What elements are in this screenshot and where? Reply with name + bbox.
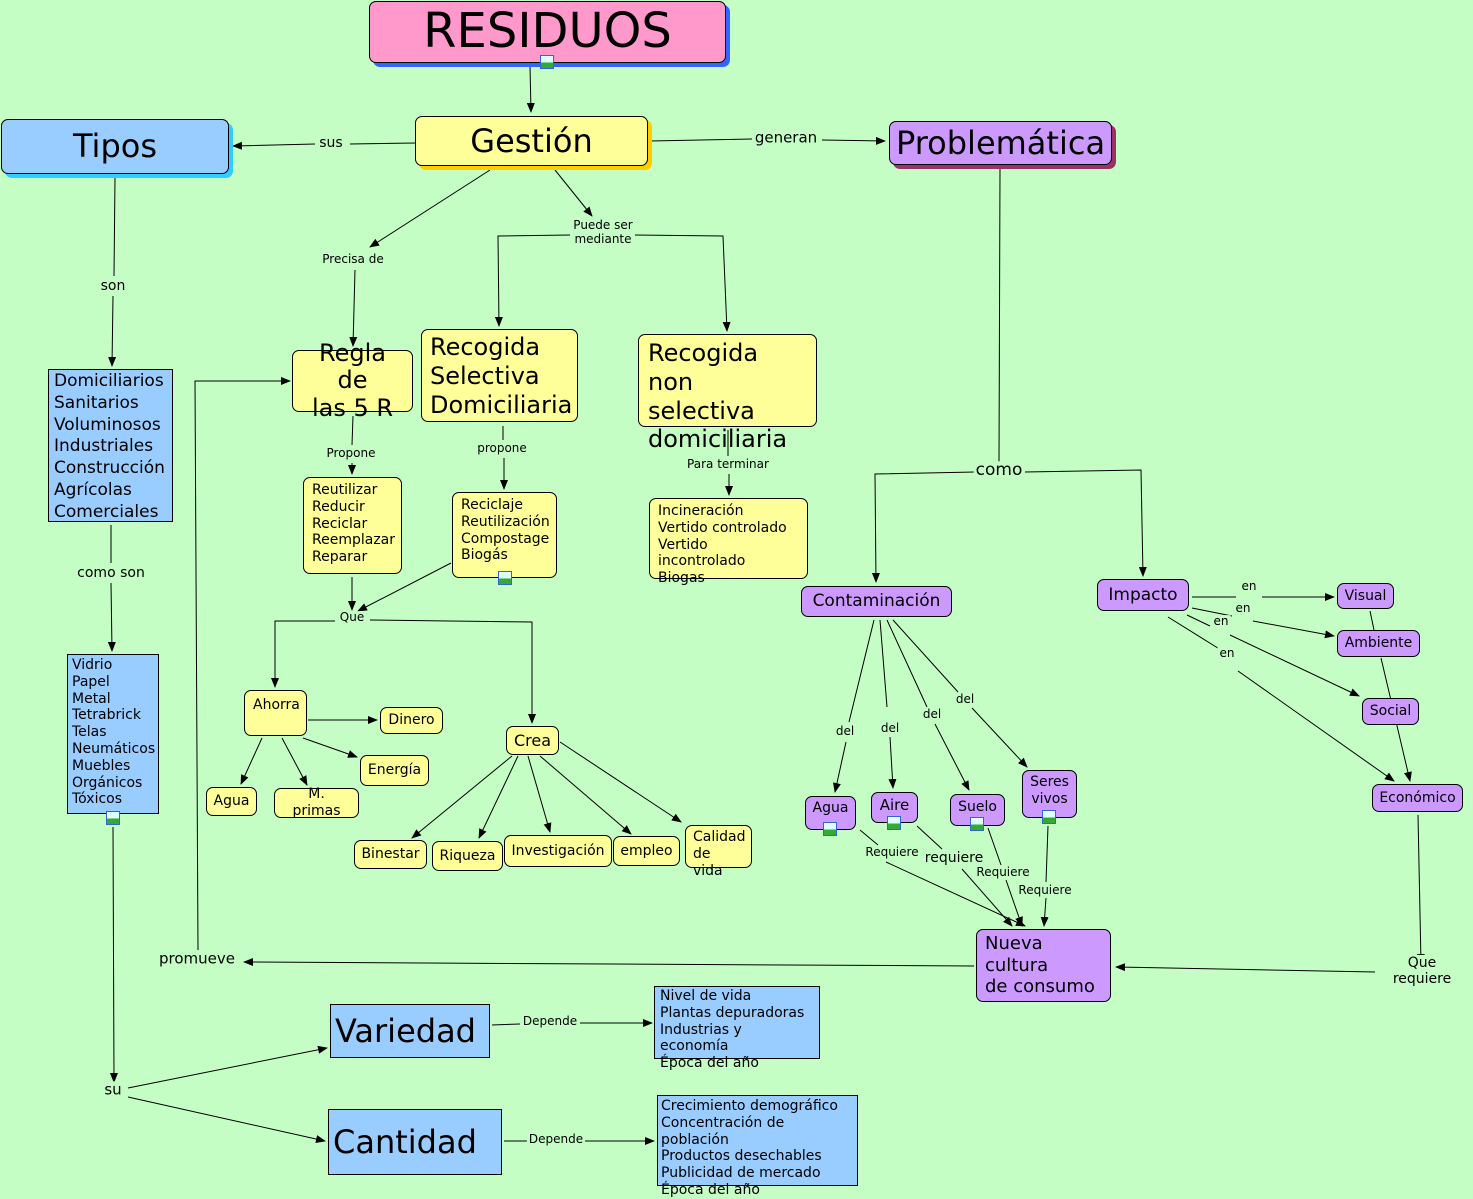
link-label: propone xyxy=(475,441,529,456)
link-label: promueve xyxy=(157,949,237,968)
link-label: Depende xyxy=(520,1014,580,1029)
node-ahorra[interactable]: Ahorra xyxy=(244,690,307,736)
image-icon[interactable] xyxy=(887,816,901,830)
image-icon[interactable] xyxy=(1042,810,1056,824)
node-nueva-cultura[interactable]: Nueva cultura de consumo xyxy=(976,929,1111,1002)
node-agua[interactable]: Agua xyxy=(206,787,257,816)
link-label: Puede ser mediante xyxy=(571,218,635,247)
node-recogida-selectiva[interactable]: Recogida Selectiva Domiciliaria xyxy=(421,329,578,422)
node-riqueza[interactable]: Riqueza xyxy=(432,841,503,871)
node-materiales-list[interactable]: Vidrio Papel Metal Tetrabrick Telas Neum… xyxy=(67,654,159,814)
link-label: Requiere xyxy=(863,845,921,860)
link-label: en xyxy=(1239,579,1259,594)
link-label: sus xyxy=(317,134,345,152)
node-impacto[interactable]: Impacto xyxy=(1097,579,1189,611)
link-label: Requiere xyxy=(974,865,1032,880)
link-label: generan xyxy=(752,128,820,147)
link-label: Propone xyxy=(324,446,378,461)
node-crea[interactable]: Crea xyxy=(506,726,559,755)
node-incineracion-list[interactable]: Incineración Vertido controlado Vertido … xyxy=(649,498,808,586)
link-label: del xyxy=(920,707,944,722)
link-label: Precisa de xyxy=(320,252,386,267)
link-label: del xyxy=(833,724,857,739)
node-cantidad-list[interactable]: Crecimiento demográfico Concentración de… xyxy=(657,1095,858,1198)
node-empleo[interactable]: empleo xyxy=(613,836,680,866)
node-binestar[interactable]: Binestar xyxy=(354,840,427,869)
link-label: Depende xyxy=(526,1132,586,1147)
image-icon[interactable] xyxy=(106,811,120,825)
node-energia[interactable]: Energía xyxy=(360,755,429,786)
link-label: en xyxy=(1233,601,1253,616)
link-label: del xyxy=(953,692,977,707)
node-investigacion[interactable]: Investigación xyxy=(504,835,612,867)
node-cantidad[interactable]: Cantidad xyxy=(328,1109,502,1175)
node-dinero[interactable]: Dinero xyxy=(380,707,443,734)
node-regla[interactable]: Regla de las 5 R xyxy=(292,339,413,422)
node-problematica[interactable]: Problemática xyxy=(889,121,1112,165)
node-calidad[interactable]: Calidad de vida xyxy=(685,825,752,879)
node-reciclaje-list[interactable]: Reciclaje Reutilización Compostage Biogá… xyxy=(452,492,557,578)
node-mprimas[interactable]: M. primas xyxy=(274,786,359,819)
node-tipos[interactable]: Tipos xyxy=(1,119,229,174)
image-icon[interactable] xyxy=(970,817,984,831)
node-social[interactable]: Social xyxy=(1362,698,1419,725)
node-ambiente[interactable]: Ambiente xyxy=(1337,630,1420,657)
link-label: como son xyxy=(75,564,147,582)
link-label: requiere xyxy=(922,849,986,867)
node-residuos[interactable]: RESIDUOS xyxy=(369,1,726,63)
link-label: Para terminar xyxy=(685,457,771,472)
node-visual[interactable]: Visual xyxy=(1337,583,1394,609)
link-label: Que requiere xyxy=(1390,954,1454,988)
node-variedad[interactable]: Variedad xyxy=(330,1004,490,1058)
image-icon[interactable] xyxy=(498,571,512,585)
link-label: como xyxy=(973,460,1025,481)
node-tipos-list[interactable]: Domiciliarios Sanitarios Voluminosos Ind… xyxy=(48,369,173,522)
node-contaminacion[interactable]: Contaminación xyxy=(801,586,952,617)
node-r-list[interactable]: Reutilizar Reducir Reciclar Reemplazar R… xyxy=(303,477,402,574)
node-recogida-non[interactable]: Recogida non selectiva domiciliaria xyxy=(638,334,817,453)
image-icon[interactable] xyxy=(823,822,837,836)
node-economico[interactable]: Económico xyxy=(1372,784,1463,812)
link-label: son xyxy=(98,277,128,295)
link-label: su xyxy=(102,1080,124,1099)
node-variedad-list[interactable]: Nivel de vida Plantas depuradoras Indust… xyxy=(654,986,820,1071)
link-label: en xyxy=(1211,614,1231,629)
link-label: Que xyxy=(337,610,367,625)
link-label: en xyxy=(1217,646,1237,661)
link-label: del xyxy=(878,721,902,736)
image-icon[interactable] xyxy=(540,55,554,69)
link-label: Requiere xyxy=(1016,883,1074,898)
node-gestion[interactable]: Gestión xyxy=(415,116,648,166)
